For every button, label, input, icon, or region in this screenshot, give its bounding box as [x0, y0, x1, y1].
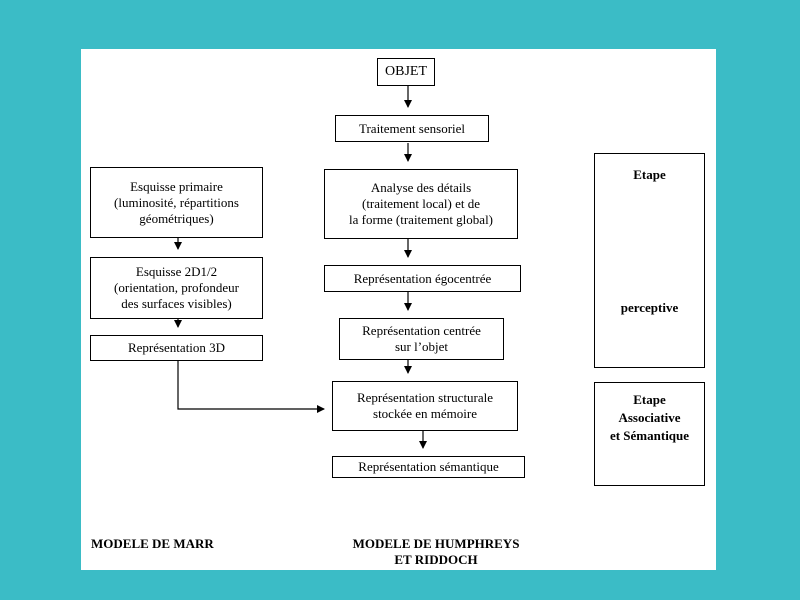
analyse-details-box: Analyse des détails (traitement local) e…: [324, 169, 518, 239]
objet-label: OBJET: [385, 64, 427, 79]
connector-arrows: [174, 86, 427, 449]
representation-3d-box: Représentation 3D: [90, 335, 263, 361]
modele-marr-label: MODELE DE MARR: [91, 536, 214, 551]
etape-perceptive-box: Etape perceptive: [594, 153, 705, 368]
representation-centree-objet-label: Représentation centrée sur l’objet: [362, 323, 481, 354]
representation-semantique-label: Représentation sémantique: [358, 459, 499, 474]
traitement-sensoriel-box: Traitement sensoriel: [335, 115, 489, 142]
representation-egocentree-box: Représentation égocentrée: [324, 265, 521, 292]
modele-humphreys-label: MODELE DE HUMPHREYS ET RIDDOCH: [352, 536, 520, 567]
representation-centree-objet-box: Représentation centrée sur l’objet: [339, 318, 504, 360]
slide: OBJET Traitement sensoriel Analyse des d…: [81, 49, 716, 570]
esquisse-2d-label: Esquisse 2D1/2 (orientation, profondeur …: [114, 264, 239, 311]
esquisse-primaire-label: Esquisse primaire (luminosité, répartiti…: [114, 178, 239, 226]
arrow-3d-structurale: [177, 361, 325, 413]
esquisse-primaire-box: Esquisse primaire (luminosité, répartiti…: [90, 167, 263, 238]
analyse-details-label: Analyse des détails (traitement local) e…: [348, 180, 494, 227]
perceptive-label: perceptive: [620, 300, 679, 315]
etape-associative-label: Etape Associative et Sémantique: [609, 392, 690, 443]
representation-structurale-box: Représentation structurale stockée en mé…: [332, 381, 518, 431]
representation-3d-label: Représentation 3D: [127, 340, 226, 355]
objet-box: OBJET: [377, 58, 435, 86]
representation-egocentree-label: Représentation égocentrée: [353, 270, 492, 286]
traitement-sensoriel-label: Traitement sensoriel: [358, 120, 466, 136]
representation-structurale-label: Représentation structurale stockée en mé…: [356, 390, 494, 421]
etape-associative-box: Etape Associative et Sémantique: [594, 382, 705, 486]
esquisse-2d-box: Esquisse 2D1/2 (orientation, profondeur …: [90, 257, 263, 319]
representation-semantique-box: Représentation sémantique: [332, 456, 525, 478]
etape-label: Etape: [633, 167, 666, 182]
